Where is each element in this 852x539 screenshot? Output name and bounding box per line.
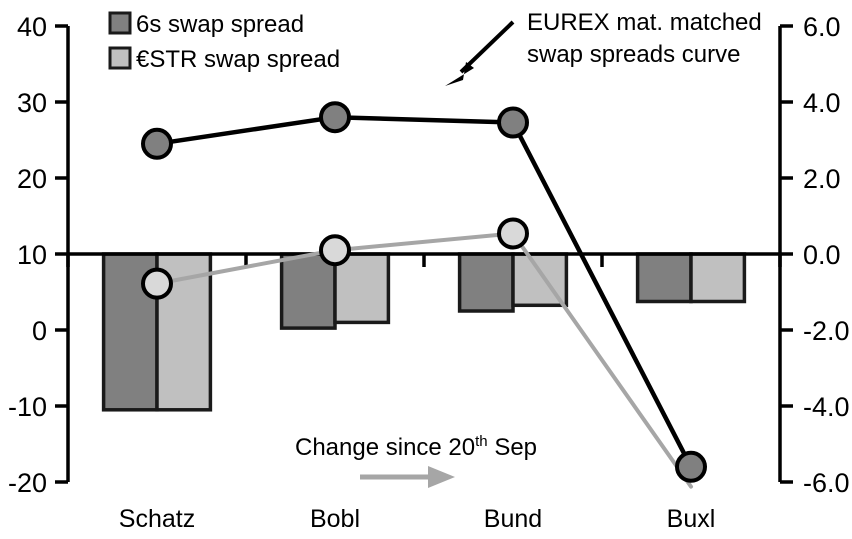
legend-label-6s-swap-spread: 6s swap spread — [136, 11, 304, 38]
change-since-label: Change since 20th Sep — [295, 433, 537, 461]
bar-series-group — [101, 252, 747, 412]
change-since-prefix: Change since 20 — [295, 434, 475, 461]
bar-buxl-series2 — [689, 252, 747, 304]
left-axis-tick-label: 0 — [32, 316, 47, 346]
right-axis: 6.0 4.0 2.0 0.0 -2.0 -4.0 -6.0 — [778, 12, 850, 498]
left-axis-tick-label: 10 — [17, 240, 47, 270]
legend: 6s swap spread €STR swap spread — [108, 11, 340, 73]
change-since-suffix: Sep — [488, 434, 537, 461]
curve-annotation-arrow-head-icon — [445, 62, 474, 86]
change-since-annotation: Change since 20th Sep — [295, 433, 537, 488]
right-axis-tick-label: 6.0 — [803, 12, 841, 42]
category-tick-group — [66, 254, 782, 267]
line-marker-buxl-series1 — [675, 450, 707, 483]
line-marker-schatz-series2 — [141, 267, 173, 300]
category-label-bund: Bund — [484, 505, 542, 533]
bar-bobl-series2 — [333, 252, 391, 325]
bar-bund-series2 — [511, 252, 569, 308]
legend-swatch-estr-swap-spread — [108, 46, 132, 70]
left-axis-tick-label: 20 — [17, 164, 47, 194]
line-marker-bobl-series2 — [319, 234, 351, 267]
line-marker-schatz-series1 — [141, 127, 173, 160]
category-label-bobl: Bobl — [310, 505, 360, 533]
curve-annotation: EUREX mat. matched swap spreads curve — [445, 9, 762, 86]
left-axis-tick-label: -10 — [8, 392, 47, 422]
category-label-schatz: Schatz — [119, 505, 195, 533]
right-axis-tick-label: 0.0 — [803, 240, 841, 270]
category-axis-labels: Schatz Bobl Bund Buxl — [119, 505, 716, 533]
right-axis-tick-label: -4.0 — [803, 392, 850, 422]
legend-label-estr-swap-spread: €STR swap spread — [136, 46, 340, 73]
bar-bund-series1 — [457, 252, 515, 313]
category-label-buxl: Buxl — [667, 505, 716, 533]
left-axis-tick-label: 30 — [17, 88, 47, 118]
line-series-group — [141, 101, 707, 489]
bar-bobl-series1 — [279, 252, 337, 330]
line-path-series2 — [155, 231, 693, 489]
change-since-superscript: th — [475, 433, 488, 450]
right-axis-tick-label: -6.0 — [803, 468, 850, 498]
curve-annotation-arrow-shaft — [459, 20, 515, 74]
line-marker-bund-series2 — [497, 217, 529, 250]
zero-baseline-axis — [66, 252, 782, 267]
legend-swatch-6s-swap-spread — [108, 11, 132, 35]
left-axis: 40 30 20 10 0 -10 -20 — [8, 12, 70, 498]
line-marker-bobl-series1 — [319, 101, 351, 134]
right-axis-tick-label: 4.0 — [803, 88, 841, 118]
line-path-series1 — [154, 114, 694, 470]
left-axis-tick-label: 40 — [17, 12, 47, 42]
right-axis-tick-label: -2.0 — [803, 316, 850, 346]
curve-annotation-line2: swap spreads curve — [527, 41, 740, 68]
line-marker-bund-series1 — [497, 106, 529, 139]
right-axis-tick-label: 2.0 — [803, 164, 841, 194]
change-since-arrow-head-icon — [428, 466, 455, 488]
left-axis-tick-label: -20 — [8, 468, 47, 498]
bar-buxl-series1 — [635, 252, 693, 304]
curve-annotation-line1: EUREX mat. matched — [527, 9, 762, 36]
